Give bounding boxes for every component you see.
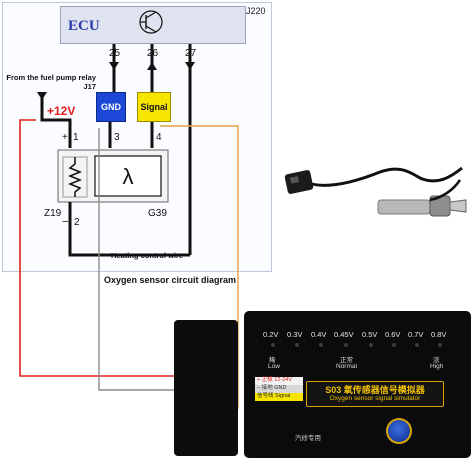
- voltage-label-2: 0.4V: [311, 330, 327, 339]
- heater-icon: [62, 156, 88, 198]
- z19-label: Z19: [44, 208, 62, 219]
- connector-housing: [174, 320, 238, 456]
- pin-1: 1: [73, 132, 79, 143]
- normal-en-label: Normal: [336, 363, 357, 370]
- pin-3: 3: [114, 132, 120, 143]
- led-indicator: [392, 343, 396, 347]
- diagram-caption: Oxygen sensor circuit diagram: [104, 275, 237, 285]
- connector-label-strip: + 正极 12-24V − 接地 GND 信号线 Signal: [255, 377, 303, 407]
- lean-label: 稀: [269, 357, 276, 364]
- voltage-label-4: 0.5V: [362, 330, 378, 339]
- pin-plus-sign: +: [62, 132, 68, 143]
- strip-signal: 信号线 Signal: [255, 393, 303, 401]
- voltage-label-1: 0.3V: [287, 330, 303, 339]
- voltage-label-5: 0.6V: [385, 330, 401, 339]
- led-indicator: [271, 343, 275, 347]
- strip-positive: + 正极 12-24V: [255, 377, 303, 385]
- rich-label: 浓: [433, 357, 440, 364]
- transistor-icon: [139, 10, 163, 34]
- voltage-label-7: 0.8V: [431, 330, 447, 339]
- voltage-label-3: 0.45V: [334, 330, 354, 339]
- g39-label: G39: [148, 208, 167, 219]
- ecu-label: ECU: [68, 18, 100, 34]
- led-indicator: [344, 343, 348, 347]
- knob-icon[interactable]: [386, 418, 412, 444]
- gnd-tag: GND: [96, 92, 126, 122]
- relay-label: From the fuel pump relay J17: [6, 73, 96, 91]
- oxygen-sensor-icon: [284, 166, 467, 217]
- lambda-symbol: λ: [123, 164, 134, 189]
- ecu-code: J220: [246, 6, 266, 16]
- led-indicator: [415, 343, 419, 347]
- signal-tag: Signal: [137, 92, 171, 122]
- voltage-label-6: 0.7V: [408, 330, 424, 339]
- simulator-title-cn: S03 氧传感器信号模拟器: [325, 385, 425, 395]
- pin-4: 4: [156, 132, 162, 143]
- led-indicator: [438, 343, 442, 347]
- repair-use-label: 汽修专用: [295, 435, 321, 442]
- strip-ground: − 接地 GND: [255, 385, 303, 393]
- ecu-pin-26: 26: [147, 48, 159, 59]
- pin-minus-sign: −: [62, 216, 68, 228]
- ecu-pin-27: 27: [185, 48, 197, 59]
- ecu-box: [60, 6, 246, 44]
- led-indicator: [369, 343, 373, 347]
- circuit-diagram-frame: [2, 2, 272, 272]
- pin-2: 2: [74, 217, 80, 228]
- heating-wire-label: Heating control wire: [111, 251, 184, 260]
- simulator-title-panel: S03 氧传感器信号模拟器 Oxygen sensor signal simul…: [306, 381, 444, 407]
- ecu-pin-25: 25: [109, 48, 121, 59]
- lean-en-label: Low: [268, 363, 280, 370]
- rich-en-label: High: [430, 363, 444, 370]
- supply-voltage-label: +12V: [47, 104, 76, 118]
- normal-label: 正常: [340, 357, 353, 364]
- voltage-label-0: 0.2V: [263, 330, 279, 339]
- led-indicator: [295, 343, 299, 347]
- simulator-title-en: Oxygen sensor signal simulator: [329, 395, 421, 402]
- led-indicator: [319, 343, 323, 347]
